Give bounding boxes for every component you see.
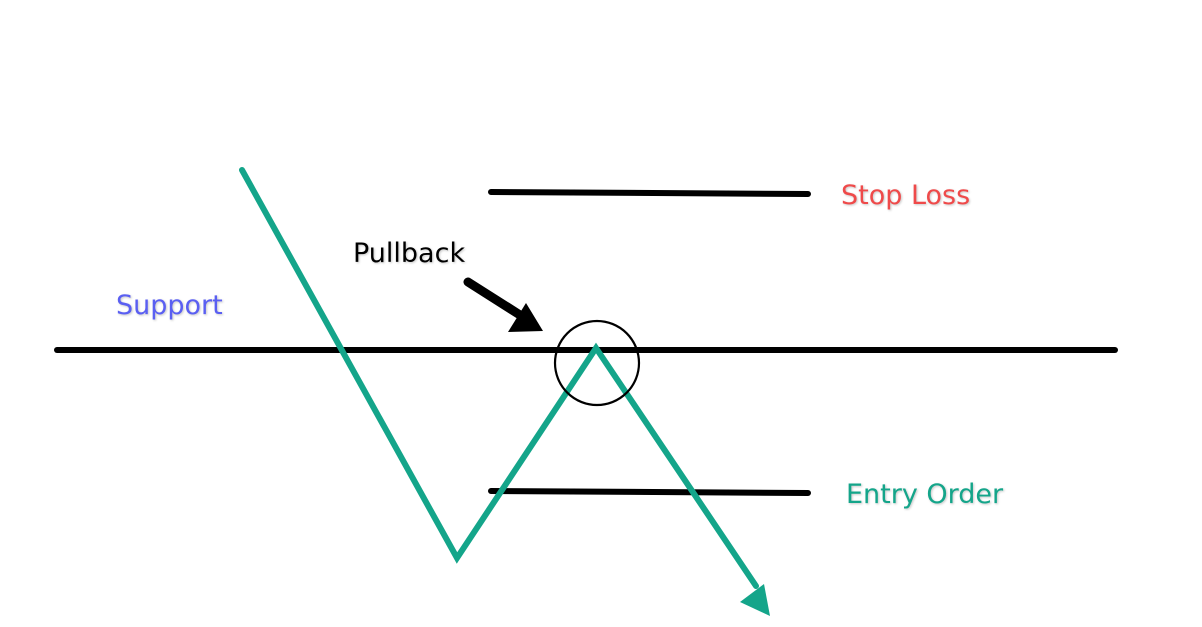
pullback-label: Pullback [353,238,465,269]
price-path [239,167,759,589]
pullback-arrow-shaft [463,277,525,320]
entry-order-label: Entry Order [846,479,1004,510]
pullback-circle [553,319,641,407]
support-label: Support [116,290,223,321]
stop-loss-label: Stop Loss [841,180,970,211]
price-path-arrowhead [740,584,770,616]
entry-order-line [488,488,811,496]
stop-loss-line [488,189,811,197]
pullback-arrow-head [508,303,543,332]
